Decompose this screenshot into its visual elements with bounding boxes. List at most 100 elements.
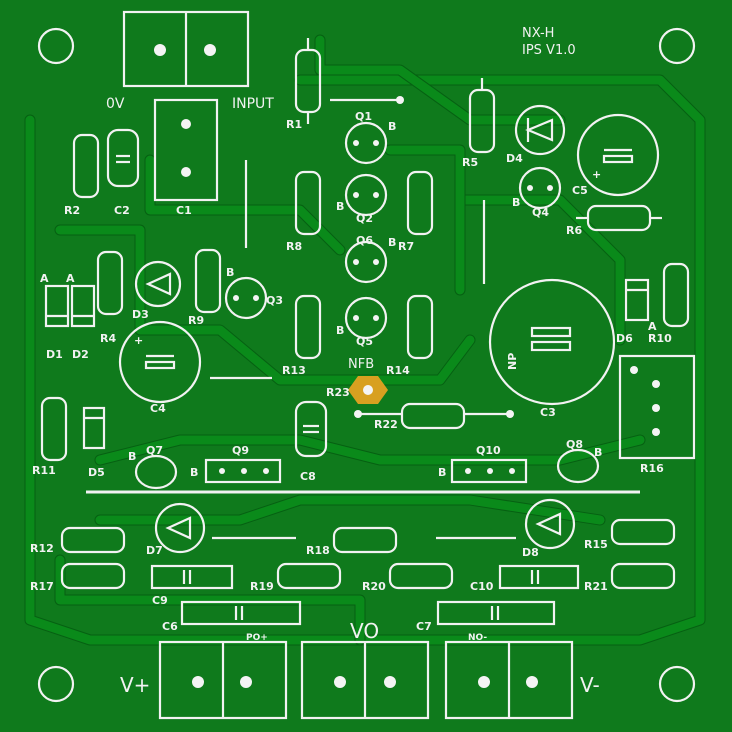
label-c10: C10: [470, 580, 494, 593]
capacitor-c8[interactable]: [294, 400, 328, 458]
label-q5: Q5: [356, 335, 373, 348]
resistor-r13[interactable]: [294, 294, 322, 360]
transistor-q10[interactable]: [450, 458, 528, 484]
label-c4: C4: [150, 402, 166, 415]
capacitor-c2[interactable]: [106, 128, 140, 188]
label-r17: R17: [30, 580, 54, 593]
capacitor-c6[interactable]: [180, 600, 302, 626]
label-c2: C2: [114, 204, 130, 217]
label-d2-a: A: [66, 272, 75, 285]
label-q1: Q1: [355, 110, 372, 123]
label-r11: R11: [32, 464, 56, 477]
resistor-r15[interactable]: [610, 518, 676, 546]
transistor-q9[interactable]: [204, 458, 282, 484]
label-r23: R23: [326, 386, 350, 399]
led-d3[interactable]: [134, 260, 182, 308]
diode-d1[interactable]: [44, 284, 70, 328]
transistor-q4[interactable]: [518, 166, 562, 210]
label-vminus: V-: [580, 673, 600, 697]
label-r6: R6: [566, 224, 582, 237]
diode-d2[interactable]: [70, 284, 96, 328]
transistor-q2[interactable]: [344, 173, 388, 217]
label-q4-b: B: [512, 196, 520, 209]
input-connector[interactable]: [122, 10, 250, 88]
label-po-plus: PO+: [246, 633, 268, 643]
capacitor-c4[interactable]: [118, 320, 202, 404]
label-r18: R18: [306, 544, 330, 557]
resistor-r7[interactable]: [406, 170, 434, 236]
label-c5-plus: +: [592, 168, 601, 181]
label-r1: R1: [286, 118, 302, 131]
label-c5: C5: [572, 184, 588, 197]
label-r21: R21: [584, 580, 608, 593]
resistor-r10[interactable]: [662, 262, 690, 328]
resistor-r17[interactable]: [60, 562, 126, 590]
resistor-r21[interactable]: [610, 562, 676, 590]
nfb-pad[interactable]: [348, 376, 388, 404]
label-q3-b: B: [226, 266, 234, 279]
trimmer-r16[interactable]: [618, 354, 696, 460]
label-c6: C6: [162, 620, 178, 633]
transistor-q1[interactable]: [344, 121, 388, 165]
capacitor-c10[interactable]: [498, 564, 580, 590]
label-q4: Q4: [532, 206, 549, 219]
resistor-r14[interactable]: [406, 294, 434, 360]
label-r12: R12: [30, 542, 54, 555]
resistor-r19[interactable]: [276, 562, 342, 590]
label-d4: D4: [506, 152, 523, 165]
resistor-r5[interactable]: [468, 78, 496, 154]
label-q10: Q10: [476, 444, 501, 457]
resistor-r8[interactable]: [294, 170, 322, 236]
diode-d5[interactable]: [82, 406, 106, 450]
led-d4[interactable]: [514, 104, 566, 156]
resistor-r2[interactable]: [72, 133, 100, 199]
label-c3-np: NP: [506, 353, 519, 370]
led-d8[interactable]: [524, 498, 576, 550]
label-q8-b: B: [594, 446, 602, 459]
transistor-q8[interactable]: [556, 448, 600, 484]
transistor-q7[interactable]: [134, 454, 178, 490]
resistor-r1[interactable]: [294, 38, 322, 124]
label-d6-a: A: [648, 320, 657, 333]
led-d7[interactable]: [154, 502, 206, 554]
resistor-r22[interactable]: [354, 402, 514, 430]
label-q9-b: B: [190, 466, 198, 479]
resistor-r6[interactable]: [576, 204, 662, 232]
resistor-r18[interactable]: [332, 526, 398, 554]
label-d8: D8: [522, 546, 539, 559]
label-r20: R20: [362, 580, 386, 593]
capacitor-c5[interactable]: [576, 113, 660, 197]
label-c7: C7: [416, 620, 432, 633]
output-connector-vo[interactable]: [300, 640, 430, 720]
transistor-q3[interactable]: [224, 276, 268, 320]
capacitor-c1[interactable]: [153, 98, 219, 202]
label-r16: R16: [640, 462, 664, 475]
resistor-r12[interactable]: [60, 526, 126, 554]
label-q9: Q9: [232, 444, 249, 457]
transistor-q5[interactable]: [344, 296, 388, 340]
power-connector-vplus[interactable]: [158, 640, 288, 720]
board-version: IPS V1.0: [522, 43, 576, 58]
power-connector-vminus[interactable]: [444, 640, 574, 720]
capacitor-c9[interactable]: [150, 564, 234, 590]
label-q10-b: B: [438, 466, 446, 479]
label-input: INPUT: [232, 96, 274, 112]
label-d5: D5: [88, 466, 105, 479]
resistor-r20[interactable]: [388, 562, 454, 590]
label-c1: C1: [176, 204, 192, 217]
diode-d6[interactable]: [624, 278, 650, 322]
label-r14: R14: [386, 364, 410, 377]
resistor-r11[interactable]: [40, 396, 68, 462]
label-nfb: NFB: [348, 357, 374, 372]
label-q3: Q3: [266, 294, 283, 307]
label-q7: Q7: [146, 444, 163, 457]
label-c3: C3: [540, 406, 556, 419]
transistor-q6[interactable]: [344, 240, 388, 284]
resistor-r9[interactable]: [194, 248, 222, 314]
capacitor-c7[interactable]: [436, 600, 556, 626]
label-c4-plus: +: [134, 334, 143, 347]
capacitor-c3[interactable]: [488, 278, 616, 406]
label-d3: D3: [132, 308, 149, 321]
resistor-r4[interactable]: [96, 250, 124, 316]
